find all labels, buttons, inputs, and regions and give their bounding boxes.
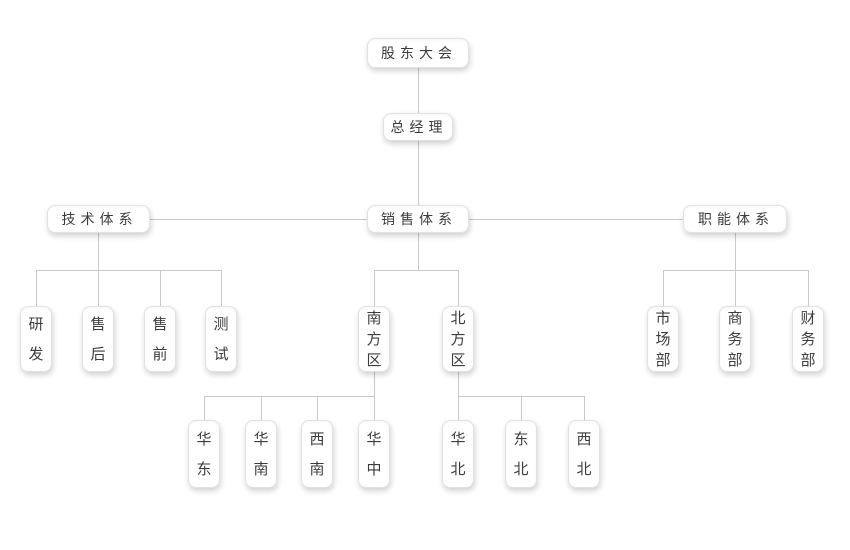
connector-drop-testing xyxy=(221,270,222,306)
connector-drop-south-region xyxy=(374,270,375,306)
connector-drop-northwest xyxy=(584,396,585,420)
node-business-dept: 商务部 xyxy=(719,306,751,372)
node-rd: 研发 xyxy=(20,306,52,372)
node-central-china: 华中 xyxy=(358,420,390,488)
connector-sales-children xyxy=(374,270,458,271)
connector-drop-finance xyxy=(808,270,809,306)
node-north-china: 华北 xyxy=(442,420,474,488)
connector-root-gm xyxy=(418,68,419,113)
node-northeast-china: 东北 xyxy=(505,420,537,488)
node-function-system-label: 职能体系 xyxy=(698,212,774,228)
connector-drop-rd xyxy=(36,270,37,306)
connector-drop-southwest xyxy=(317,396,318,420)
node-east-china: 华东 xyxy=(188,420,220,488)
node-testing: 测试 xyxy=(205,306,237,372)
connector-drop-east-china xyxy=(204,396,205,420)
connector-south-children xyxy=(204,396,374,397)
node-general-manager-label: 总经理 xyxy=(390,120,448,136)
node-north-china-label: 华北 xyxy=(450,430,466,478)
node-marketing-dept-label: 市场部 xyxy=(655,308,671,369)
node-rd-label: 研发 xyxy=(28,315,44,363)
connector-func-children xyxy=(663,270,808,271)
connector-south-down xyxy=(374,372,375,420)
connector-sales-down xyxy=(418,233,419,270)
connector-func-down xyxy=(735,233,736,306)
node-after-sales-label: 售后 xyxy=(90,315,106,363)
connector-drop-north-region xyxy=(458,270,459,306)
node-marketing-dept: 市场部 xyxy=(647,306,679,372)
connector-drop-northeast xyxy=(521,396,522,420)
node-south-china: 华南 xyxy=(245,420,277,488)
node-function-system: 职能体系 xyxy=(683,205,787,233)
node-south-region-label: 南方区 xyxy=(366,308,382,369)
node-shareholders-meeting-label: 股东大会 xyxy=(381,46,457,62)
node-sales-system: 销售体系 xyxy=(367,205,469,233)
node-east-china-label: 华东 xyxy=(196,430,212,478)
node-north-region-label: 北方区 xyxy=(450,308,466,369)
connector-gm-sales xyxy=(418,141,419,205)
node-pre-sales: 售前 xyxy=(144,306,176,372)
node-pre-sales-label: 售前 xyxy=(152,315,168,363)
node-south-china-label: 华南 xyxy=(253,430,269,478)
node-after-sales: 售后 xyxy=(82,306,114,372)
node-south-region: 南方区 xyxy=(358,306,390,372)
node-north-region: 北方区 xyxy=(442,306,474,372)
node-tech-system: 技术体系 xyxy=(47,205,150,233)
connector-drop-south-china xyxy=(261,396,262,420)
connector-tech-children xyxy=(36,270,221,271)
node-sales-system-label: 销售体系 xyxy=(381,212,457,228)
node-general-manager: 总经理 xyxy=(383,113,453,141)
node-finance-dept-label: 财务部 xyxy=(800,308,816,369)
node-tech-system-label: 技术体系 xyxy=(61,212,138,228)
node-testing-label: 测试 xyxy=(213,315,229,363)
node-northwest-china: 西北 xyxy=(568,420,600,488)
connector-drop-marketing xyxy=(663,270,664,306)
node-southwest-china: 西南 xyxy=(301,420,333,488)
node-northeast-china-label: 东北 xyxy=(513,430,529,478)
node-business-dept-label: 商务部 xyxy=(727,308,743,369)
node-southwest-china-label: 西南 xyxy=(309,430,325,478)
connector-drop-pre-sales xyxy=(160,270,161,306)
node-central-china-label: 华中 xyxy=(366,430,382,478)
connector-tech-down xyxy=(98,233,99,306)
node-northwest-china-label: 西北 xyxy=(576,430,592,478)
node-shareholders-meeting: 股东大会 xyxy=(367,38,469,68)
node-finance-dept: 财务部 xyxy=(792,306,824,372)
